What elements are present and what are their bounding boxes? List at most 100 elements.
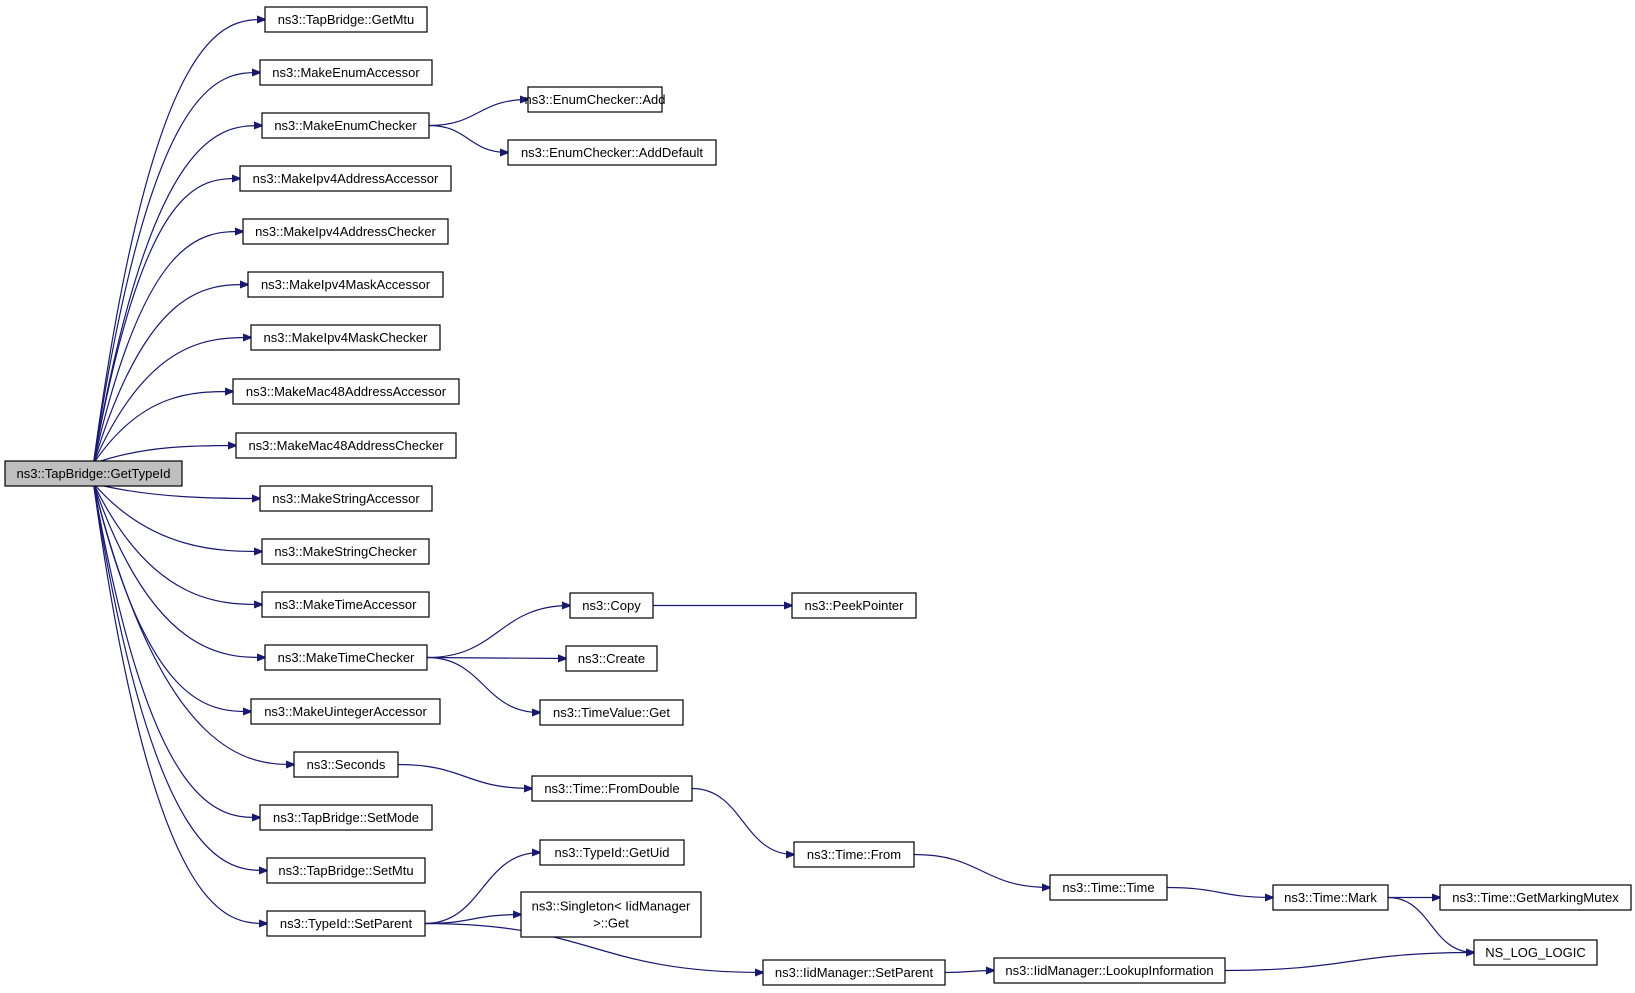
node-ns3-makeipv4addressaccessor[interactable]: ns3::MakeIpv4AddressAccessor [239,165,452,192]
node-label: ns3::TapBridge::GetTypeId [17,466,171,481]
node-ns3-maketimechecker[interactable]: ns3::MakeTimeChecker [264,644,428,671]
node-label: ns3::Create [578,651,645,666]
node-label: ns3::MakeMac48AddressAccessor [246,384,447,399]
node-box [259,485,433,512]
node-ns3-makestringaccessor[interactable]: ns3::MakeStringAccessor [259,485,433,512]
node-ns3-makeenumaccessor[interactable]: ns3::MakeEnumAccessor [259,59,433,86]
node-box [565,645,658,672]
edge-root-to-ipv4maskchk [92,338,252,464]
node-box [527,86,663,113]
edge-seconds-to-fromdouble [397,763,532,789]
node-ns3-create[interactable]: ns3::Create [565,645,658,672]
edge-root-to-timechk [92,483,266,658]
node-ns3-tapbridge-setmtu[interactable]: ns3::TapBridge::SetMtu [266,857,426,884]
node-ns3-time-mark[interactable]: ns3::Time::Mark [1272,884,1389,911]
edge-root-to-mac48chk [93,446,237,465]
node-ns3-makeuintegeraccessor[interactable]: ns3::MakeUintegerAccessor [250,698,441,725]
node-label: ns3::Seconds [307,757,386,772]
node-ns3-time-getmarkingmutex[interactable]: ns3::Time::GetMarkingMutex [1439,884,1632,911]
edge-root-to-ipv4addrchk [92,232,244,464]
edge-lookupinfo-to-nslog [1224,953,1474,972]
node-label: ns3::MakeIpv4AddressAccessor [253,171,439,186]
edge-iidsetparent-to-lookupinfo [944,971,994,973]
node-ns3-time-fromdouble[interactable]: ns3::Time::FromDouble [531,775,693,802]
edge-setparent-to-getuid [424,853,540,925]
node-ns3-timevalue-get[interactable]: ns3::TimeValue::Get [539,699,684,726]
node-label: ns3::Singleton< IidManager [532,899,691,914]
edge-root-to-getmtu [92,20,266,464]
node-box [235,432,457,459]
node-ns-log-logic[interactable]: NS_LOG_LOGIC [1473,939,1598,966]
edge-root-to-setparent [92,483,268,924]
node-box [762,959,946,986]
node-ns3-peekpointer[interactable]: ns3::PeekPointer [791,592,917,619]
edge-timechk-to-create [426,658,566,659]
node-label: ns3::PeekPointer [804,598,904,613]
node-ns3-tapbridge-gettypeid[interactable]: ns3::TapBridge::GetTypeId [4,460,183,487]
edge-root-to-setmode [92,483,261,818]
node-box [539,839,685,866]
node-ns3-seconds[interactable]: ns3::Seconds [293,751,399,778]
node-label: ns3::EnumChecker::AddDefault [521,145,703,160]
node-ns3-makeipv4maskaccessor[interactable]: ns3::MakeIpv4MaskAccessor [247,271,444,298]
edge-root-to-makeenumchk [92,126,263,464]
node-label: ns3::MakeIpv4AddressChecker [255,224,436,239]
node-label: ns3::Time::FromDouble [544,781,679,796]
node-box [793,841,915,868]
node-box [531,775,693,802]
node-label: ns3::Time::Mark [1284,890,1377,905]
node-label: ns3::MakeTimeChecker [278,650,415,665]
node-ns3-makeipv4maskchecker[interactable]: ns3::MakeIpv4MaskChecker [250,324,441,351]
node-ns3-typeid-setparent[interactable]: ns3::TypeId::SetParent [266,910,426,937]
edge-fromdouble-to-from [691,787,794,855]
node-box [520,891,702,938]
node-ns3-copy[interactable]: ns3::Copy [569,592,654,619]
node-label: ns3::MakeIpv4MaskAccessor [261,277,431,292]
node-box [293,751,399,778]
node-label: ns3::TapBridge::SetMtu [278,863,413,878]
edge-root-to-stracc [93,482,261,499]
node-ns3-enumchecker-adddefault[interactable]: ns3::EnumChecker::AddDefault [507,139,717,166]
edge-root-to-timeacc [92,483,263,605]
call-edges [92,20,1475,973]
node-box [569,592,654,619]
node-label: ns3::Copy [582,598,641,613]
node-box [539,699,684,726]
edge-timechk-to-copy [426,606,570,659]
node-ns3-time-from[interactable]: ns3::Time::From [793,841,915,868]
node-box [791,592,917,619]
edge-mark-to-nslog [1387,896,1474,953]
node-ns3-makestringchecker[interactable]: ns3::MakeStringChecker [261,538,430,565]
node-ns3-iidmanager-setparent[interactable]: ns3::IidManager::SetParent [762,959,946,986]
node-ns3-tapbridge-setmode[interactable]: ns3::TapBridge::SetMode [259,804,433,831]
node-box [239,165,452,192]
node-label: ns3::MakeTimeAccessor [275,597,418,612]
node-box [259,804,433,831]
node-ns3-maketimeaccessor[interactable]: ns3::MakeTimeAccessor [261,591,430,618]
node-box [232,378,460,405]
node-ns3-tapbridge-getmtu[interactable]: ns3::TapBridge::GetMtu [264,6,428,33]
node-ns3-makemac48addressaccessor[interactable]: ns3::MakeMac48AddressAccessor [232,378,460,405]
node-ns3-time-time[interactable]: ns3::Time::Time [1049,874,1168,901]
node-box [242,218,449,245]
node-ns3-enumchecker-add[interactable]: ns3::EnumChecker::Add [525,86,666,113]
node-ns3-typeid-getuid[interactable]: ns3::TypeId::GetUid [539,839,685,866]
node-label: ns3::Time::From [807,847,901,862]
node-ns3-singleton-iidmanager-get[interactable]: ns3::Singleton< IidManager>::Get [520,891,702,938]
edge-root-to-makeenumacc [92,73,261,464]
node-box [1473,939,1598,966]
node-ns3-iidmanager-lookupinformation[interactable]: ns3::IidManager::LookupInformation [993,957,1226,984]
node-label: ns3::MakeMac48AddressChecker [248,438,444,453]
node-label: ns3::TypeId::SetParent [280,916,413,931]
edge-from-to-time [913,853,1050,888]
node-box [1439,884,1632,911]
node-ns3-makemac48addresschecker[interactable]: ns3::MakeMac48AddressChecker [235,432,457,459]
edge-time-to-mark [1166,886,1273,898]
node-box [261,538,430,565]
node-label: >::Get [593,916,629,931]
node-ns3-makeenumchecker[interactable]: ns3::MakeEnumChecker [261,112,430,139]
edge-root-to-setmtu [92,483,268,871]
node-ns3-makeipv4addresschecker[interactable]: ns3::MakeIpv4AddressChecker [242,218,449,245]
node-label: ns3::Time::GetMarkingMutex [1452,890,1619,905]
